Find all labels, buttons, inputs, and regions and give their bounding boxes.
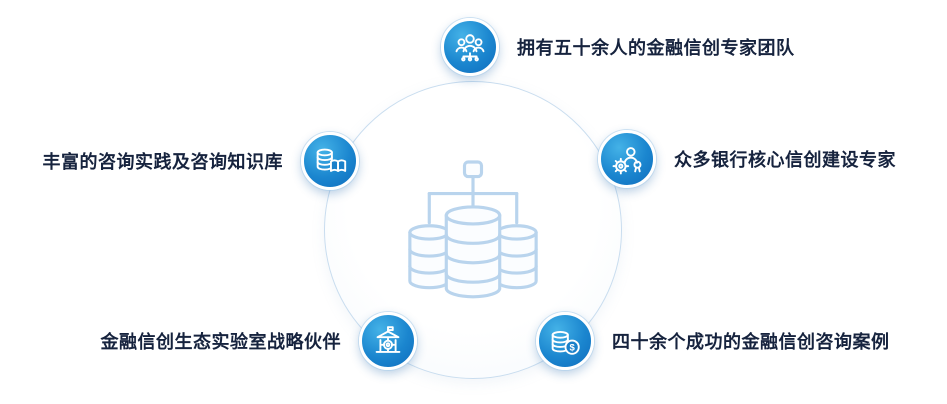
- diagram-label: 四十余个成功的金融信创咨询案例: [612, 332, 890, 352]
- node-team: 拥有五十余人的金融信创专家团队: [441, 17, 795, 77]
- experts-badge: [598, 130, 656, 188]
- team-icon: [455, 34, 485, 62]
- lab-building-icon: [375, 326, 401, 353]
- node-knowledge: 丰富的咨询实践及咨询知识库: [42, 131, 359, 191]
- diagram-label: 丰富的咨询实践及咨询知识库: [42, 152, 283, 172]
- cases-badge: $: [536, 312, 594, 370]
- team-badge: [441, 18, 499, 76]
- node-cases: $ 四十余个成功的金融信创咨询案例: [536, 311, 890, 371]
- coin-cases-icon: $: [551, 331, 580, 355]
- node-lab: 金融信创生态实验室战略伙伴: [100, 311, 417, 371]
- expert-medal-icon: [612, 147, 642, 175]
- dollar-glyph: $: [569, 343, 575, 354]
- database-cluster-icon: [408, 160, 538, 299]
- knowledge-base-icon: [316, 148, 347, 172]
- diagram-label: 众多银行核心信创建设专家: [674, 150, 896, 170]
- lab-badge: [359, 312, 417, 370]
- knowledge-badge: [301, 132, 359, 190]
- diagram-label: 拥有五十余人的金融信创专家团队: [517, 38, 795, 58]
- diagram-label: 金融信创生态实验室战略伙伴: [100, 332, 341, 352]
- node-experts: 众多银行核心信创建设专家: [598, 129, 896, 189]
